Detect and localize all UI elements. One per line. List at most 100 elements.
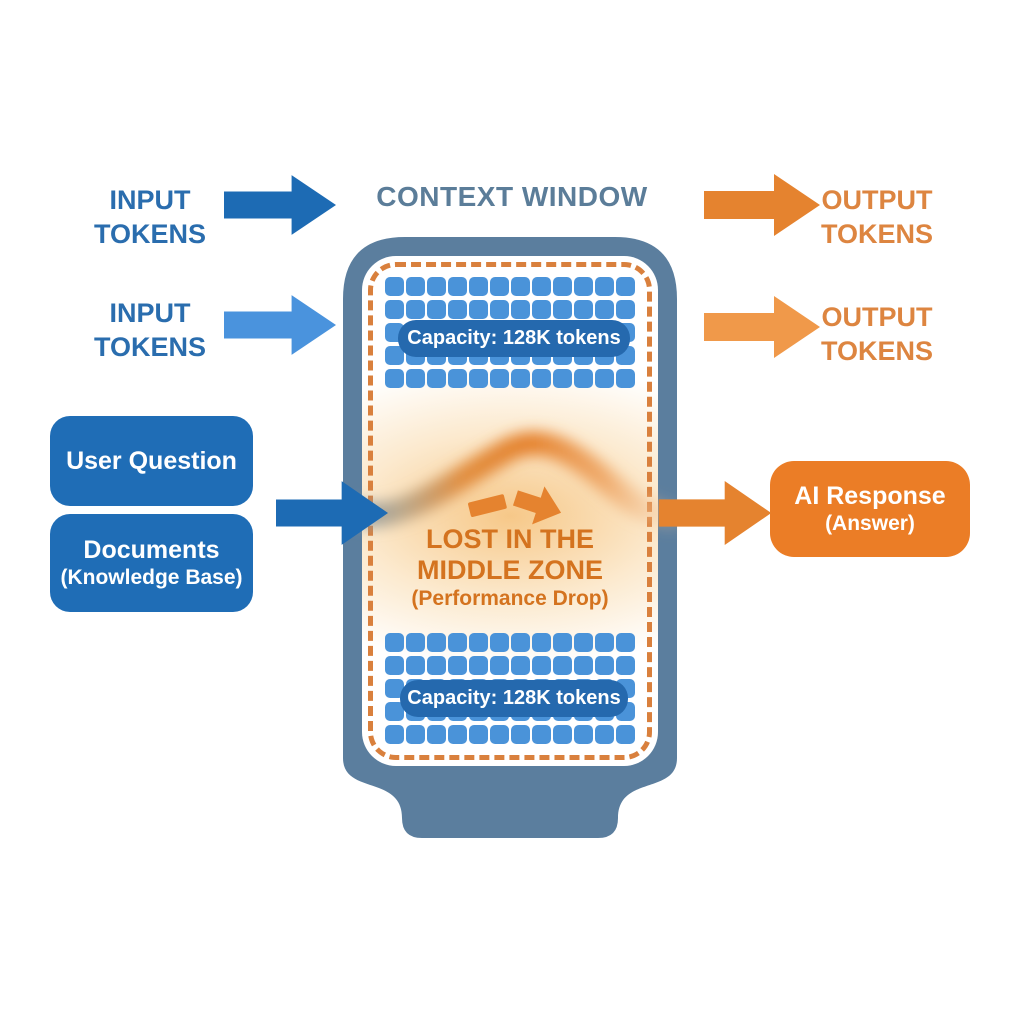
token-cell [490,656,509,675]
capacity-badge-top: Capacity: 128K tokens [398,320,630,357]
token-cell [574,725,593,744]
token-cell [553,300,572,319]
token-cell [385,702,404,721]
token-cell [574,656,593,675]
output-tokens-label-2: OUTPUT TOKENS [820,302,934,366]
documents-label: Documents [83,536,220,564]
token-cell [490,277,509,296]
context-window-title: CONTEXT WINDOW [376,181,648,212]
token-cell [448,369,467,388]
token-cell [427,300,446,319]
token-cell [490,633,509,652]
token-cell [532,725,551,744]
input-tokens-label-2: INPUT TOKENS [93,298,207,362]
token-cell [532,656,551,675]
token-cell [553,633,572,652]
token-cell [595,633,614,652]
input-arrow-light-icon [224,295,336,355]
token-cell [406,369,425,388]
token-cell [406,633,425,652]
user-question-card: User Question [50,416,253,506]
token-cell [616,369,635,388]
token-cell [385,346,404,365]
token-cell [574,633,593,652]
token-cell [595,656,614,675]
token-cell [595,277,614,296]
token-cell [427,633,446,652]
token-cell [616,300,635,319]
token-cell [469,725,488,744]
token-cell [469,656,488,675]
token-cell [490,369,509,388]
token-cell [574,277,593,296]
token-cell [616,725,635,744]
knowledge-base-label: (Knowledge Base) [60,566,243,589]
token-cell [511,725,530,744]
ai-response-label: AI Response [794,482,946,510]
token-cell [385,725,404,744]
token-cell [385,656,404,675]
token-cell [553,656,572,675]
token-cell [532,277,551,296]
token-cell [406,656,425,675]
drop-arrow-icon [468,486,562,525]
input-tokens-label-1: INPUT TOKENS [93,185,207,249]
token-cell [616,656,635,675]
lost-in-middle-text: LOST IN THE MIDDLE ZONE (Performance Dro… [362,524,658,612]
token-cell [385,679,404,698]
lost-in-middle-line2: MIDDLE ZONE [417,555,603,585]
token-cell [385,633,404,652]
token-cell [532,369,551,388]
token-cell [574,300,593,319]
token-cell [406,277,425,296]
token-cell [427,725,446,744]
token-cell [427,369,446,388]
token-cell [490,300,509,319]
output-arrow-dark-icon [704,174,820,236]
answer-label: (Answer) [825,512,915,535]
token-cell [448,277,467,296]
input-flow-arrow-icon [276,481,388,545]
token-cell [511,633,530,652]
token-cell [553,725,572,744]
token-cell [490,725,509,744]
lost-in-middle-line1: LOST IN THE [426,524,594,554]
token-cell [511,656,530,675]
token-cell [595,369,614,388]
token-cell [448,725,467,744]
token-cell [406,725,425,744]
ai-response-card: AI Response (Answer) [770,461,970,557]
token-cell [385,369,404,388]
token-cell [448,656,467,675]
token-cell [469,633,488,652]
token-cell [448,300,467,319]
token-cell [511,300,530,319]
output-tokens-label-1: OUTPUT TOKENS [820,185,934,249]
output-flow-arrow-icon [658,481,772,545]
token-cell [385,300,404,319]
capacity-badge-bottom: Capacity: 128K tokens [400,680,628,717]
documents-card: Documents (Knowledge Base) [50,514,253,612]
token-cell [616,277,635,296]
token-cell [511,369,530,388]
token-cell [616,633,635,652]
token-cell [385,277,404,296]
token-cell [448,633,467,652]
input-arrow-dark-icon [224,175,336,235]
output-arrow-light-icon [704,296,820,358]
token-cell [553,277,572,296]
token-cell [574,369,593,388]
token-cell [553,369,572,388]
token-cell [532,300,551,319]
token-cell [427,656,446,675]
token-cell [469,369,488,388]
token-cell [595,725,614,744]
performance-drop-label: (Performance Drop) [411,587,609,610]
user-question-label: User Question [66,447,237,475]
token-cell [595,300,614,319]
token-cell [469,300,488,319]
token-cell [427,277,446,296]
token-cell [469,277,488,296]
token-cell [511,277,530,296]
